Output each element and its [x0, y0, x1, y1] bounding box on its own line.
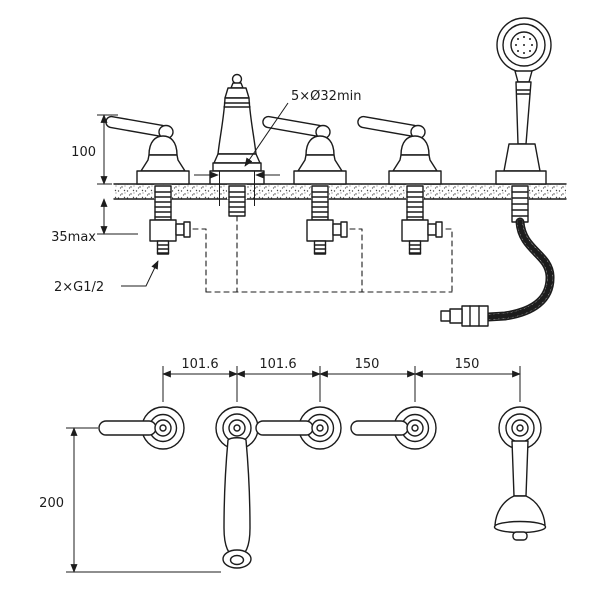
handle-1-plan: [98, 406, 185, 450]
elevation-view: [104, 17, 567, 327]
dim-label-inlet-spec: 2×G1/2: [54, 280, 104, 295]
dim-deck-35max: 35max: [51, 198, 138, 245]
dim-reach-200: 200: [39, 427, 221, 573]
elevation-dimensions: 100 35max 5×Ø32min 2×G1/2: [51, 89, 361, 295]
handle-2-plan: [255, 406, 342, 450]
handshower-plan: [493, 406, 547, 541]
dim-label-deck-max: 35max: [51, 230, 96, 245]
deck-surface: [113, 183, 567, 200]
dim-label-spacing-1: 101.6: [181, 357, 218, 372]
dim-label-height: 100: [71, 145, 96, 160]
hose-nut: [461, 305, 489, 327]
dim-hole-spec: 5×Ø32min: [194, 89, 361, 206]
spout-plan: [215, 406, 259, 569]
dim-inlet-spec: 2×G1/2: [54, 260, 159, 295]
hose-connector: [449, 308, 463, 324]
dim-chain-spacing: 101.6 101.6 150 150: [162, 357, 521, 402]
dim-label-spacing-4: 150: [455, 357, 480, 372]
plan-view: [98, 406, 547, 569]
dim-label-hole-spec: 5×Ø32min: [291, 89, 361, 104]
handle-3-plan: [350, 406, 437, 450]
shower-hose: [440, 217, 555, 327]
dim-label-spacing-2: 101.6: [259, 357, 296, 372]
dim-height-100: 100: [71, 114, 118, 185]
plan-dimensions: 101.6 101.6 150 150 200: [39, 357, 521, 573]
hose-connector-tip: [440, 310, 451, 322]
dim-label-reach: 200: [39, 496, 64, 511]
dim-label-spacing-3: 150: [355, 357, 380, 372]
